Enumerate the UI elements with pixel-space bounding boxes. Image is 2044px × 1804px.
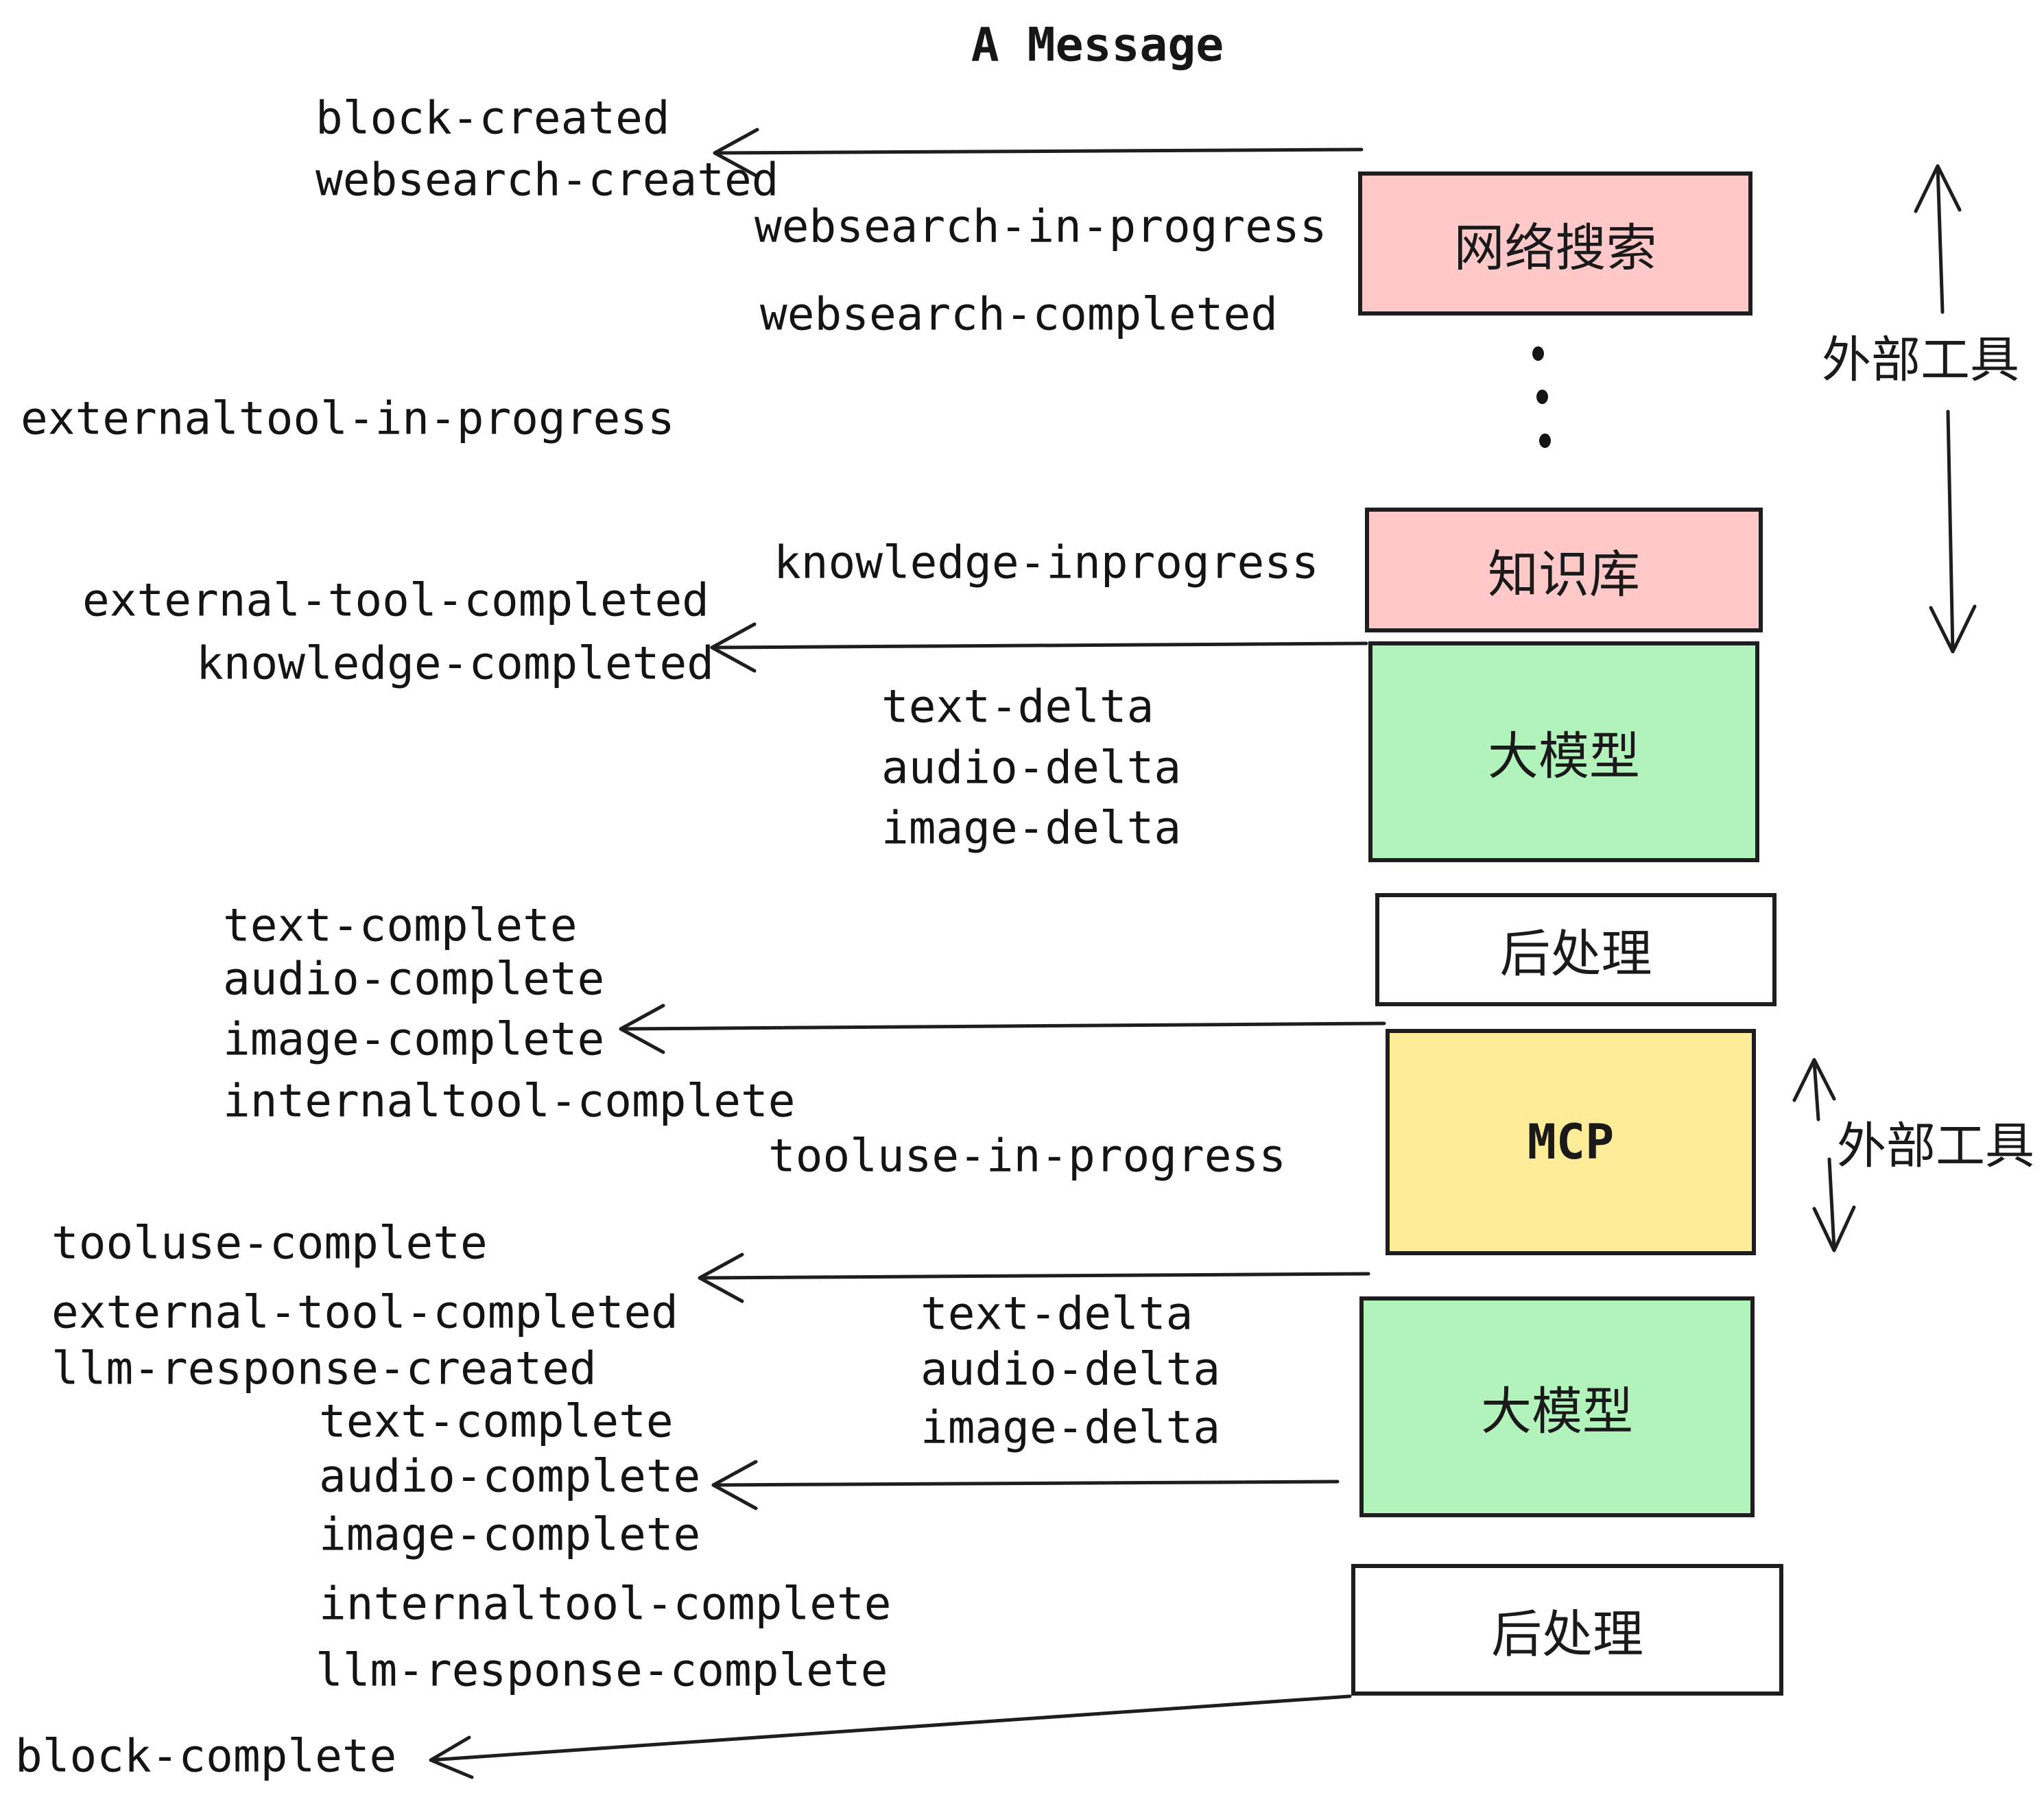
event-audio-delta-1: audio-delta (881, 741, 1182, 794)
event-audio-delta-2: audio-delta (920, 1342, 1221, 1396)
event-internaltool-complete-1: internaltool-complete (223, 1074, 796, 1128)
event-externaltool-in-progress: externaltool-in-progress (21, 392, 675, 445)
external-tools-down-arrow-2 (1812, 1157, 1856, 1253)
arrow-to-block-created (713, 128, 1364, 178)
box-postprocess-1-label: 后处理 (1499, 925, 1652, 984)
box-websearch-label: 网络搜索 (1453, 218, 1657, 278)
arrow-to-tooluse-complete (698, 1253, 1370, 1303)
external-tools-up-arrow-2 (1792, 1058, 1836, 1121)
event-websearch-completed: websearch-completed (760, 287, 1278, 341)
arrow-to-block-complete (429, 1694, 1352, 1779)
event-image-delta-2: image-delta (920, 1401, 1221, 1454)
event-text-delta-2: text-delta (920, 1287, 1193, 1340)
event-tooluse-in-progress: tooluse-in-progress (768, 1129, 1286, 1183)
event-audio-complete-1: audio-complete (223, 952, 605, 1006)
event-websearch-created: websearch-created (316, 153, 779, 206)
event-text-delta-1: text-delta (881, 680, 1154, 733)
box-postprocess-2-label: 后处理 (1491, 1604, 1643, 1664)
external-tools-annotation-2: 外部工具 (1837, 1117, 2035, 1175)
event-audio-complete-2: audio-complete (319, 1449, 701, 1503)
box-llm-2: 大模型 (1359, 1296, 1755, 1517)
arrow-to-image-complete (619, 1004, 1386, 1054)
box-knowledge: 知识库 (1365, 508, 1763, 632)
event-image-complete-1: image-complete (223, 1012, 605, 1066)
ellipsis-dot-2 (1536, 390, 1548, 404)
event-block-created: block-created (316, 91, 670, 145)
event-image-complete-2: image-complete (319, 1508, 701, 1561)
box-postprocess-2: 后处理 (1351, 1564, 1783, 1696)
event-llm-response-created: llm-response-created (51, 1342, 597, 1395)
box-llm-1: 大模型 (1368, 641, 1759, 862)
arrow-to-knowledge-completed (710, 622, 1368, 673)
arrow-to-audio-complete (711, 1460, 1340, 1510)
external-tools-up-arrow-1 (1914, 164, 1962, 314)
event-knowledge-inprogress: knowledge-inprogress (774, 536, 1319, 589)
diagram-title: A Message (971, 18, 1224, 73)
box-llm-2-label: 大模型 (1481, 1381, 1633, 1441)
ellipsis-dot-3 (1539, 434, 1551, 448)
event-external-tool-completed-2: external-tool-completed (51, 1285, 678, 1339)
box-mcp: MCP (1386, 1029, 1756, 1255)
event-internaltool-complete-2: internaltool-complete (319, 1577, 892, 1630)
external-tools-down-arrow-1 (1929, 410, 1977, 654)
event-knowledge-completed: knowledge-completed (196, 637, 714, 690)
event-text-complete-2: text-complete (319, 1394, 674, 1448)
box-knowledge-label: 知识库 (1488, 545, 1640, 604)
event-text-complete-1: text-complete (223, 899, 578, 952)
ellipsis-dot-1 (1532, 346, 1544, 361)
event-websearch-in-progress: websearch-in-progress (754, 200, 1327, 253)
box-postprocess-1: 后处理 (1375, 893, 1776, 1006)
event-external-tool-completed-1: external-tool-completed (82, 573, 709, 627)
box-mcp-label: MCP (1527, 1114, 1615, 1170)
event-tooluse-complete: tooluse-complete (51, 1216, 488, 1270)
box-websearch: 网络搜索 (1358, 171, 1752, 316)
event-image-delta-1: image-delta (881, 801, 1182, 855)
box-llm-1-label: 大模型 (1488, 726, 1640, 786)
event-block-complete: block-complete (15, 1729, 397, 1783)
external-tools-annotation-1: 外部工具 (1822, 331, 2020, 389)
event-llm-response-complete: llm-response-complete (316, 1643, 888, 1697)
